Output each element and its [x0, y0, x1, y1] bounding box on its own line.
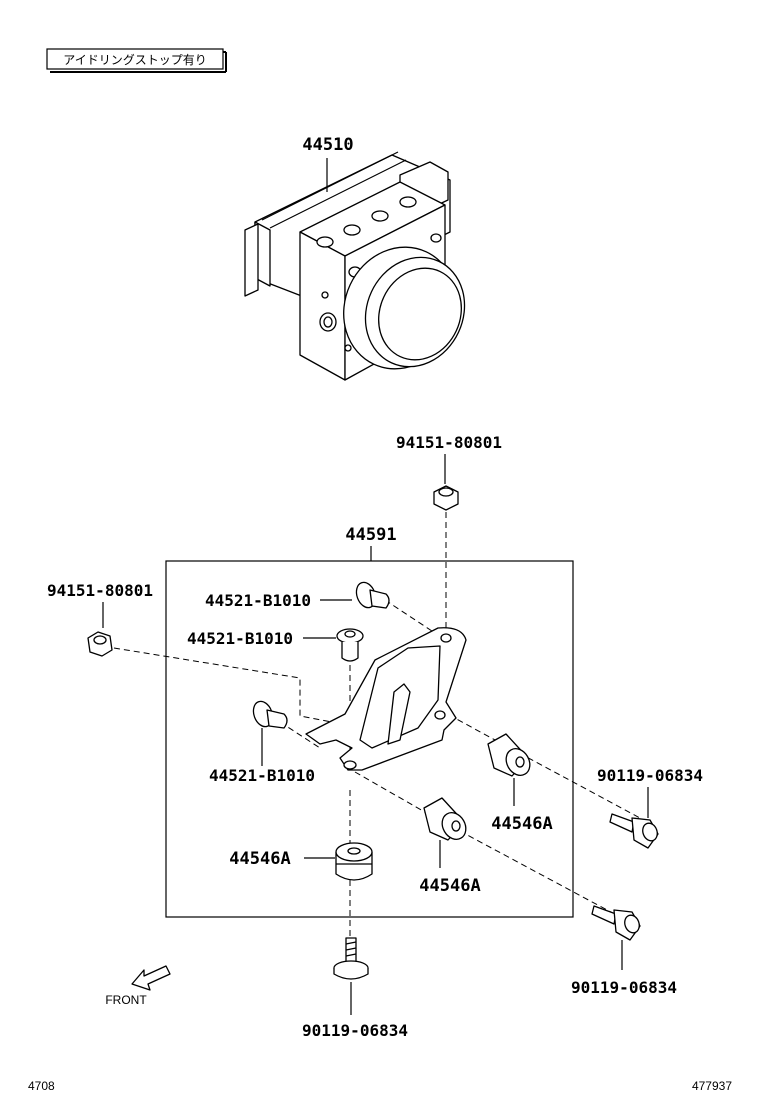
label-nut-left: 94151-80801: [47, 581, 153, 600]
dash-right-1: [439, 709, 641, 819]
label-collar-1: 44521-B1010: [205, 591, 311, 610]
cushion-a2[interactable]: [423, 797, 471, 844]
label-bolt-bottom: 90119-06834: [302, 1021, 408, 1040]
bracket-plate[interactable]: [305, 627, 467, 771]
collar-2[interactable]: [336, 628, 364, 662]
nut-top[interactable]: [433, 485, 459, 511]
label-bolt-right-2: 90119-06834: [571, 978, 677, 997]
label-cushion-a2: 44546A: [419, 876, 480, 896]
cushion-a3[interactable]: [335, 842, 373, 881]
collar-1[interactable]: [353, 580, 390, 611]
footer-left: 4708: [28, 1079, 55, 1093]
label-44591: 44591: [345, 525, 396, 545]
label-nut-top: 94151-80801: [396, 433, 502, 452]
bolt-right-2[interactable]: [591, 905, 642, 941]
footer-right: 477937: [692, 1079, 732, 1093]
bolt-bottom[interactable]: [333, 937, 369, 980]
note-text: アイドリングストップ有り: [63, 53, 206, 67]
label-collar-2: 44521-B1010: [187, 629, 293, 648]
front-label: FRONT: [105, 993, 147, 1007]
label-cushion-a1: 44546A: [491, 814, 552, 834]
label-bolt-right-1: 90119-06834: [597, 766, 703, 785]
dash-collar-3: [279, 721, 321, 749]
cushion-a1[interactable]: [487, 733, 535, 780]
label-cushion-a3: 44546A: [229, 849, 290, 869]
abs-actuator[interactable]: [244, 151, 482, 387]
label-44510: 44510: [302, 135, 353, 155]
bracket-group-box: [165, 560, 574, 918]
note-box: アイドリングストップ有り: [46, 48, 227, 73]
front-arrow-icon: [131, 965, 171, 991]
collar-3[interactable]: [250, 699, 288, 730]
dash-right-2: [354, 771, 623, 919]
dash-collar-1: [384, 599, 439, 636]
label-collar-3: 44521-B1010: [209, 766, 315, 785]
nut-left[interactable]: [87, 631, 113, 657]
bolt-right-1[interactable]: [609, 813, 660, 849]
dash-left-nut: [113, 647, 343, 725]
